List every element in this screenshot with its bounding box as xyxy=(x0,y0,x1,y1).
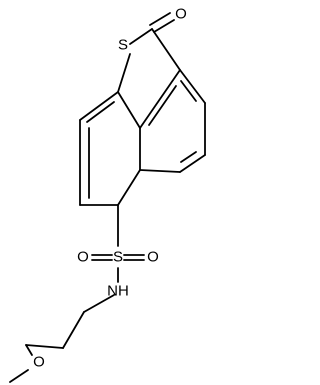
bond-s-carbonyl xyxy=(129,28,153,45)
bond-carbonyl-c3 xyxy=(151,28,181,71)
carbonyl-oxygen-label: O xyxy=(175,6,187,23)
bond-c5-c5b-inner xyxy=(180,151,197,163)
bond-lines xyxy=(9,12,206,383)
amide-nitrogen-label: NH xyxy=(107,283,129,300)
ether-oxygen-label: O xyxy=(33,354,45,371)
bond-carbonyl-double-b xyxy=(153,19,175,33)
bond-carbonyl-double-a xyxy=(149,12,171,26)
bond-c3-c4-inner xyxy=(180,80,197,102)
chemical-structure-diagram: S O S O O NH O xyxy=(9,6,206,383)
bond-c8-c2 xyxy=(79,91,119,121)
bond-c3-ether-o xyxy=(25,344,33,356)
atom-labels: S O S O O NH O xyxy=(33,6,187,371)
bond-c1-c2-chain xyxy=(62,311,85,349)
bond-c5a-c6 xyxy=(117,169,141,206)
bond-c5b-c5a xyxy=(139,169,181,173)
bond-c5-c5b xyxy=(179,154,206,173)
bond-c2a-c3-inner xyxy=(148,85,177,126)
bond-c2a-c3 xyxy=(139,69,181,129)
sulfonyl-oxygen-right-label: O xyxy=(147,249,159,266)
bond-c2-c3-chain xyxy=(25,344,64,349)
ring-sulfur-label: S xyxy=(118,37,128,54)
sulfonyl-sulfur-label: S xyxy=(113,249,123,266)
sulfonyl-oxygen-left-label: O xyxy=(77,249,89,266)
bond-c2-s xyxy=(117,53,131,93)
bond-ether-o-methyl xyxy=(9,369,29,383)
bond-c3-c4 xyxy=(179,69,206,104)
bond-c2-c8-inner xyxy=(86,101,115,123)
bond-n-c1 xyxy=(83,294,115,313)
bond-c2-c2a xyxy=(117,91,141,129)
